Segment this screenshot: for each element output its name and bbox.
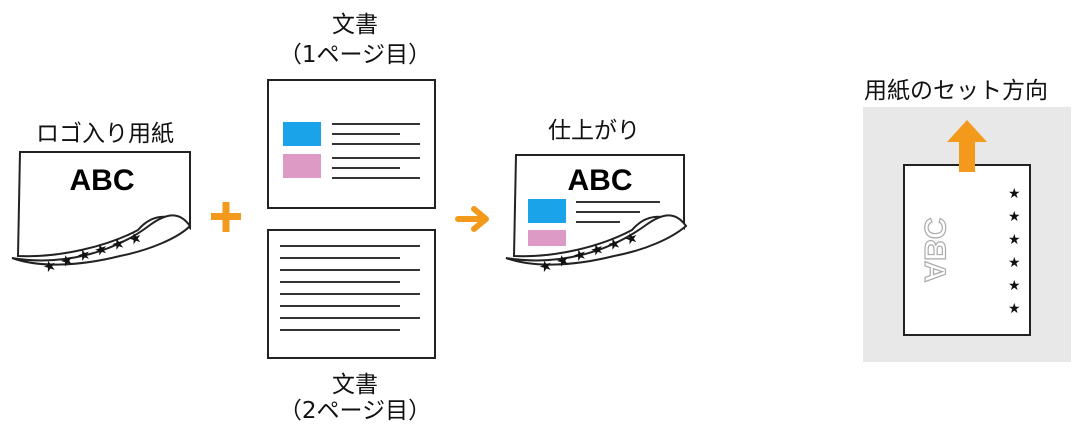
svg-text:★: ★ [109, 233, 127, 254]
svg-text:★: ★ [41, 256, 59, 277]
svg-text:★: ★ [622, 228, 640, 249]
svg-text:★: ★ [605, 233, 623, 254]
svg-text:★: ★ [1008, 209, 1021, 225]
svg-text:★: ★ [1008, 186, 1021, 202]
svg-text:★: ★ [92, 239, 110, 260]
orientation-abc-text: ABC [918, 218, 951, 283]
star-row: ★★★ ★★★ [41, 228, 145, 277]
doc1-title: 文書 [332, 12, 378, 38]
orientation-label: 用紙のセット方向 [864, 78, 1048, 104]
svg-text:★: ★ [58, 250, 76, 271]
result-page-illustration: ABC ★★★ ★★★ [505, 154, 688, 277]
svg-text:★: ★ [554, 250, 572, 271]
result-abc-text: ABC [568, 164, 633, 197]
svg-text:★: ★ [1008, 232, 1021, 248]
doc2-subtitle: （2ページ目） [278, 398, 432, 424]
logo-paper-illustration: ABC ★★★ ★★★ [11, 151, 192, 277]
svg-text:★: ★ [75, 244, 93, 265]
document-page-2 [267, 229, 436, 359]
svg-text:★: ★ [537, 256, 555, 277]
plus-operator [211, 202, 241, 232]
logo-paper-label: ロゴ入り用紙 [36, 121, 174, 147]
doc1-subtitle: （1ページ目） [278, 42, 432, 68]
svg-text:★: ★ [1008, 278, 1021, 294]
svg-text:★: ★ [1008, 255, 1021, 271]
document-page-1 [267, 79, 436, 209]
svg-text:★: ★ [1008, 301, 1021, 317]
arrow-operator [455, 206, 489, 232]
feed-direction-arrow-icon [947, 120, 987, 172]
cyan-block [283, 122, 321, 146]
doc2-title: 文書 [332, 372, 378, 398]
svg-text:★: ★ [126, 228, 144, 249]
pink-block [283, 154, 321, 178]
result-label: 仕上がり [548, 118, 640, 144]
svg-text:★: ★ [571, 244, 589, 265]
orientation-panel: ABC ★ ★ ★ ★ ★ ★ [863, 107, 1071, 362]
logo-abc-text: ABC [70, 164, 135, 197]
svg-text:★: ★ [588, 239, 606, 260]
